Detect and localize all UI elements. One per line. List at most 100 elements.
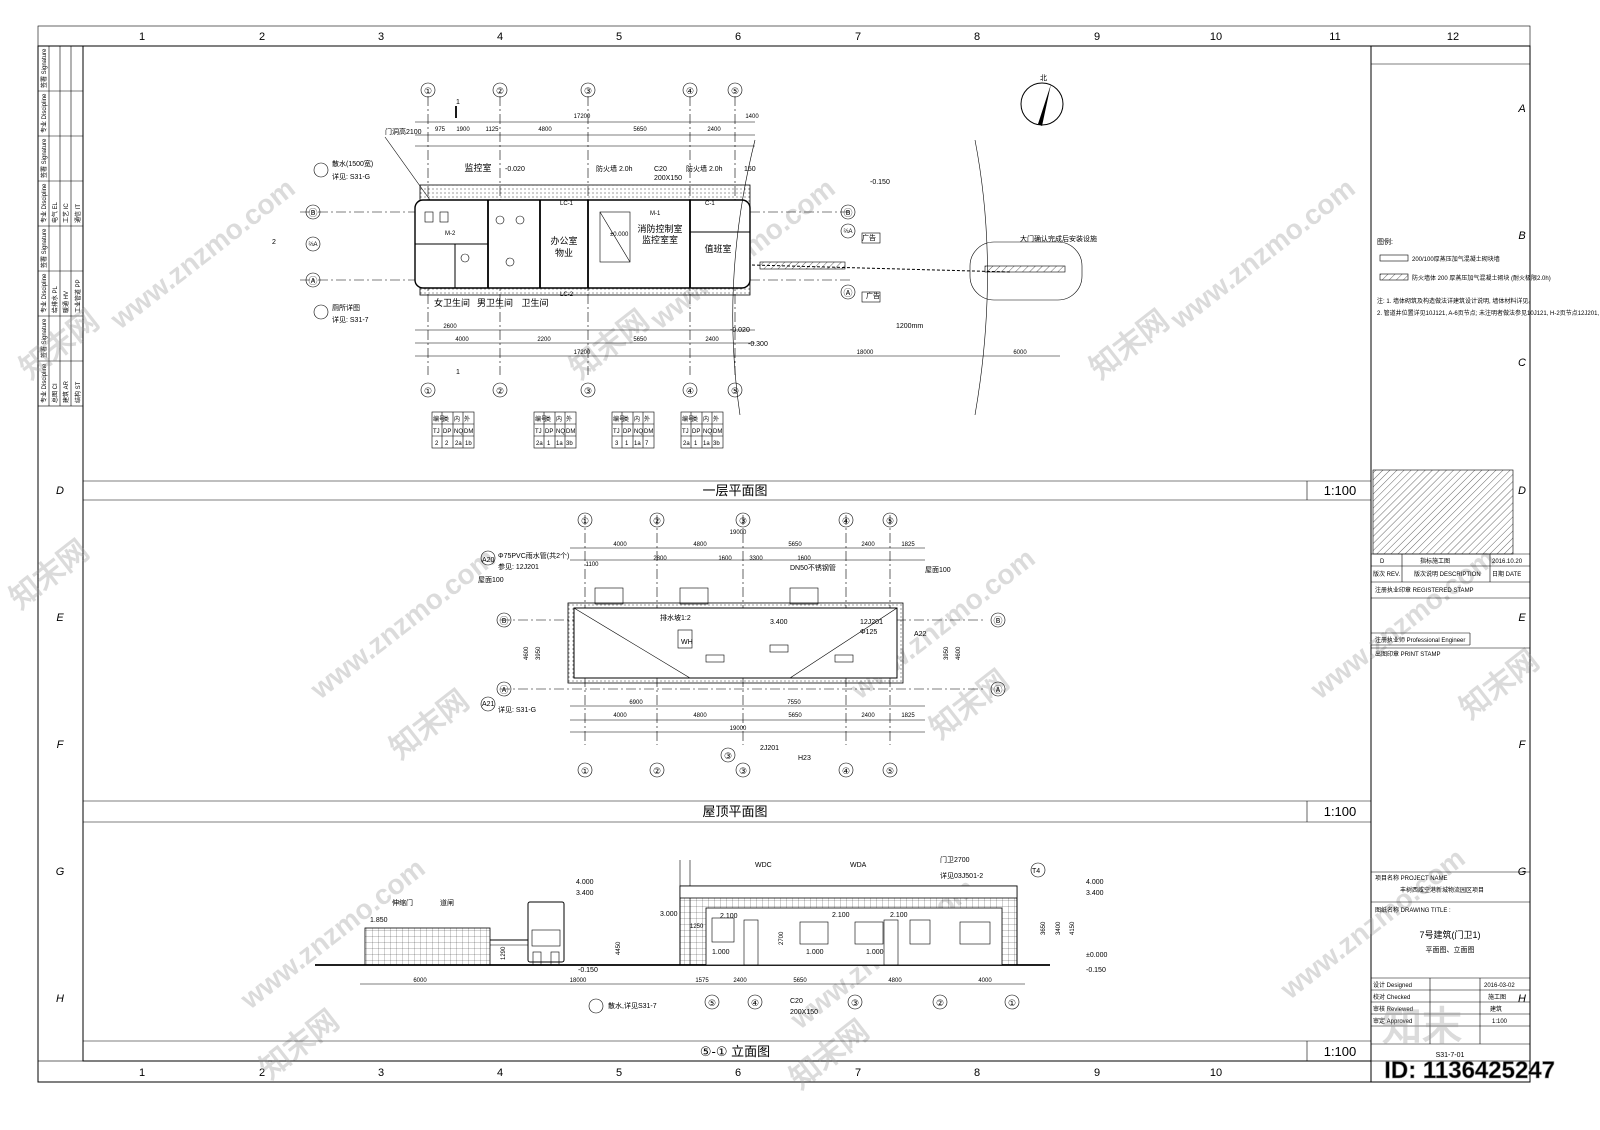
signature-label: 签署 Signature xyxy=(40,48,48,88)
axis-bubble: ② xyxy=(649,512,665,528)
watermark-brand: 知末网 xyxy=(254,1004,345,1085)
svg-text:200/100厚蒸压加气混凝土砌块墙: 200/100厚蒸压加气混凝土砌块墙 xyxy=(1412,255,1500,263)
svg-text:③: ③ xyxy=(739,766,747,776)
discipline-name: 通信 IT xyxy=(74,204,82,223)
svg-text:③: ③ xyxy=(584,386,592,396)
svg-text:2: 2 xyxy=(272,239,276,246)
svg-text:类: 类 xyxy=(692,415,698,423)
grid-row-label: H xyxy=(56,993,64,1005)
svg-text:②: ② xyxy=(496,86,504,96)
svg-text:DP: DP xyxy=(545,429,553,435)
room-label: 办公室 xyxy=(550,235,577,246)
discipline-name: 总图 CI xyxy=(51,383,59,403)
discipline-name: 建筑 AR xyxy=(62,380,70,403)
truck-icon xyxy=(527,901,565,966)
svg-text:DP: DP xyxy=(623,429,631,435)
svg-text:伸缩门: 伸缩门 xyxy=(392,898,413,907)
discipline-label: 专业 Discipline xyxy=(40,273,48,313)
svg-text:3.000: 3.000 xyxy=(660,911,678,918)
svg-text:6000: 6000 xyxy=(413,978,427,984)
svg-text:WDA: WDA xyxy=(850,862,867,869)
svg-text:TJ: TJ xyxy=(535,429,542,435)
svg-text:注: 1. 墙体砌筑及构造做法详建筑设计说明, 墙体材料详见: 注: 1. 墙体砌筑及构造做法详建筑设计说明, 墙体材料详见。 xyxy=(1377,297,1534,305)
axis-bubble: ⑤ xyxy=(882,762,898,778)
svg-text:TJ: TJ xyxy=(682,429,689,435)
svg-text:1.000: 1.000 xyxy=(866,949,884,956)
svg-text:2. 管道井位置详见10J121, A-6页节点; 未注明者: 2. 管道井位置详见10J121, A-6页节点; 未注明者做法参见10J121… xyxy=(1377,309,1600,317)
axis-bubble: ② xyxy=(492,82,508,98)
svg-text:975: 975 xyxy=(435,127,446,133)
svg-text:DM: DM xyxy=(644,429,653,435)
grid-row-labels-left: D E F G H xyxy=(56,485,65,1005)
svg-text:③: ③ xyxy=(584,86,592,96)
axis-bubble: ③ xyxy=(847,994,863,1010)
axis-bubble: ⅔A xyxy=(305,236,321,252)
svg-text:S31-7-01: S31-7-01 xyxy=(1436,1052,1465,1059)
svg-text:厕所详图: 厕所详图 xyxy=(332,303,360,312)
grid-row-label: F xyxy=(1519,739,1527,751)
svg-text:2200: 2200 xyxy=(537,337,551,343)
svg-text:1600: 1600 xyxy=(797,556,811,562)
svg-text:北: 北 xyxy=(1040,74,1047,82)
svg-text:版次说明 DESCRIPTION: 版次说明 DESCRIPTION xyxy=(1414,570,1481,578)
svg-text:Ⓑ: Ⓑ xyxy=(843,208,852,218)
axis-bubble: Ⓐ xyxy=(305,272,321,288)
svg-text:屋面100: 屋面100 xyxy=(478,576,504,584)
svg-text:4000: 4000 xyxy=(455,337,469,343)
axis-bubble: ③ xyxy=(580,382,596,398)
svg-text:外: 外 xyxy=(566,415,572,423)
svg-text:Φ75PVC雨水管(共2个): Φ75PVC雨水管(共2个) xyxy=(498,551,569,560)
grid-col-label: 2 xyxy=(259,31,265,43)
svg-text:4800: 4800 xyxy=(888,978,902,984)
svg-text:④: ④ xyxy=(842,516,850,526)
svg-text:18000: 18000 xyxy=(570,978,587,984)
watermark-text: www.znzmo.com xyxy=(304,542,501,705)
svg-text:出图印章 PRINT STAMP: 出图印章 PRINT STAMP xyxy=(1375,650,1440,658)
svg-text:C-1: C-1 xyxy=(705,201,715,207)
room-label: 监控室室 xyxy=(642,234,678,245)
axis-bubble: ③ xyxy=(720,747,736,763)
svg-text:LC-2: LC-2 xyxy=(560,292,574,298)
svg-text:6900: 6900 xyxy=(629,700,643,706)
svg-text:②: ② xyxy=(496,386,504,396)
svg-text:②: ② xyxy=(653,516,661,526)
dim-chain-top: 17200 975 1900 1125 4800 5650 2400 1400 xyxy=(435,114,759,133)
svg-text:1825: 1825 xyxy=(901,542,915,548)
svg-text:防火墙 2.0h: 防火墙 2.0h xyxy=(686,164,723,173)
svg-text:1600: 1600 xyxy=(718,556,732,562)
room-label: 女卫生间 xyxy=(434,297,470,308)
svg-text:1: 1 xyxy=(456,369,460,376)
svg-text:①: ① xyxy=(581,766,589,776)
svg-text:Φ125: Φ125 xyxy=(860,629,877,636)
svg-text:-0.020: -0.020 xyxy=(730,327,750,334)
discipline-label: 专业 Discipline xyxy=(40,183,48,223)
door-tags: M-1 M-2 LC-1 LC-2 C-1 ±0.000 xyxy=(445,201,715,298)
svg-text:NQ: NQ xyxy=(634,429,643,435)
svg-text:2.100: 2.100 xyxy=(890,912,908,919)
svg-text:丰树西咸空港新城物流园区项目: 丰树西咸空港新城物流园区项目 xyxy=(1400,886,1484,894)
grid-col-label: 6 xyxy=(735,1067,741,1079)
grid-row-label: E xyxy=(1518,612,1526,624)
grid-row-label: D xyxy=(1518,485,1526,497)
svg-text:门卫2700: 门卫2700 xyxy=(940,855,970,864)
svg-text:6000: 6000 xyxy=(1013,350,1027,356)
svg-text:Ⓐ: Ⓐ xyxy=(499,685,508,695)
svg-text:图例:: 图例: xyxy=(1377,237,1393,246)
svg-text:DM: DM xyxy=(566,429,575,435)
svg-text:4800: 4800 xyxy=(538,127,552,133)
grid-col-label: 9 xyxy=(1094,31,1100,43)
svg-text:M-2: M-2 xyxy=(445,231,456,237)
svg-text:⅔A: ⅔A xyxy=(308,242,317,248)
axis-bubble: ① xyxy=(577,762,593,778)
svg-text:12J201: 12J201 xyxy=(860,619,883,626)
svg-text:WDC: WDC xyxy=(755,862,772,869)
elev-dims: 6000 18000 1575 2400 5650 4800 4000 4450… xyxy=(413,921,1076,984)
svg-text:DM: DM xyxy=(713,429,722,435)
room-labels: 监控室 办公室 物业 消防控制室 监控室室 值班室 女卫生间 男卫生间 卫生间 xyxy=(434,162,732,308)
svg-text:⑤: ⑤ xyxy=(886,516,894,526)
view-title-roof: 屋顶平面图 xyxy=(702,804,767,819)
svg-text:7: 7 xyxy=(645,441,649,447)
svg-text:17200: 17200 xyxy=(574,114,591,120)
svg-text:3950: 3950 xyxy=(944,646,950,660)
axis-bubble: ② xyxy=(649,762,665,778)
